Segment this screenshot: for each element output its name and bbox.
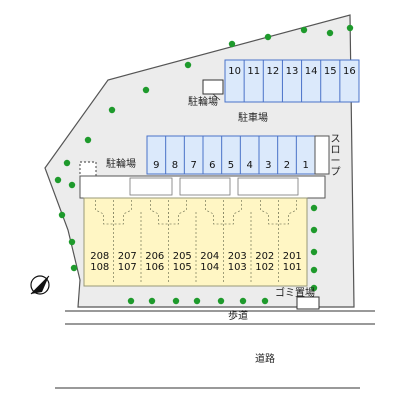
tree-icon (58, 211, 66, 219)
parking-stall-14: 14 (304, 66, 318, 77)
unit-lower-105: 105 (172, 262, 192, 273)
parking-stall-11: 11 (247, 66, 261, 77)
unit-upper-207: 207 (117, 251, 137, 262)
parking-stall-12: 12 (266, 66, 280, 77)
tree-icon (84, 136, 92, 144)
tree-icon (239, 297, 247, 305)
parking-area-top (224, 59, 360, 103)
tree-icon (142, 86, 150, 94)
unit-lower-103: 103 (227, 262, 247, 273)
parking-stall-2: 2 (283, 160, 291, 171)
parking-stall-7: 7 (190, 160, 197, 171)
unit-upper-201: 201 (282, 251, 302, 262)
tree-icon (310, 284, 318, 292)
parking-stall-13: 13 (285, 66, 299, 77)
unit-lower-106: 106 (145, 262, 165, 273)
tree-icon (68, 238, 76, 246)
tree-icon (310, 204, 318, 212)
tree-icon (217, 297, 225, 305)
bicycle-parking-box-left (79, 161, 97, 177)
unit-upper-208: 208 (90, 251, 110, 262)
parking-stall-16: 16 (343, 66, 356, 77)
tree-icon (68, 181, 76, 189)
parking-stall-1: 1 (302, 160, 309, 171)
parking-stall-9: 9 (153, 160, 160, 171)
bicycle-parking-label-left: 駐輪場 (106, 159, 136, 170)
bicycle-parking-box-top (202, 79, 224, 95)
unit-upper-203: 203 (227, 251, 247, 262)
tree-icon (108, 106, 116, 114)
tree-icon (346, 24, 354, 32)
north-arrow-icon (30, 275, 50, 295)
tree-icon (172, 297, 180, 305)
tree-icon (193, 297, 201, 305)
unit-lower-101: 101 (282, 262, 302, 273)
tree-icon (326, 29, 334, 37)
tree-icon (310, 266, 318, 274)
tree-icon (184, 61, 192, 69)
unit-lower-104: 104 (200, 262, 220, 273)
parking-stall-6: 6 (209, 160, 216, 171)
tree-icon (261, 297, 269, 305)
tree-icon (310, 248, 318, 256)
unit-lower-107: 107 (117, 262, 137, 273)
garbage-label: ゴミ置場 (275, 288, 315, 299)
bicycle-parking-label-top: 駐輪場 (188, 97, 218, 108)
tree-icon (127, 297, 135, 305)
garbage-box (296, 296, 320, 310)
car-parking-label: 駐車場 (238, 113, 268, 124)
road-label: 道路 (255, 354, 275, 365)
parking-stall-4: 4 (246, 160, 253, 171)
unit-upper-202: 202 (255, 251, 275, 262)
unit-lower-102: 102 (255, 262, 275, 273)
parking-stall-5: 5 (227, 160, 235, 171)
slope-label: スロープ (330, 134, 341, 178)
unit-upper-206: 206 (145, 251, 165, 262)
unit-lower-108: 108 (90, 262, 110, 273)
parking-area-bottom (146, 135, 316, 175)
slope-strip (314, 135, 330, 175)
unit-upper-204: 204 (200, 251, 220, 262)
parking-stall-3: 3 (265, 160, 272, 171)
building (83, 197, 308, 287)
tree-icon (63, 159, 71, 167)
tree-icon (54, 176, 62, 184)
parking-stall-8: 8 (171, 160, 179, 171)
parking-stall-10: 10 (228, 66, 241, 77)
parking-stall-15: 15 (323, 66, 337, 77)
sidewalk-label: 歩道 (228, 311, 248, 322)
tree-icon (264, 33, 272, 41)
tree-icon (148, 297, 156, 305)
tree-icon (228, 40, 236, 48)
tree-icon (300, 26, 308, 34)
tree-icon (310, 226, 318, 234)
tree-icon (70, 264, 78, 272)
unit-upper-205: 205 (172, 251, 192, 262)
